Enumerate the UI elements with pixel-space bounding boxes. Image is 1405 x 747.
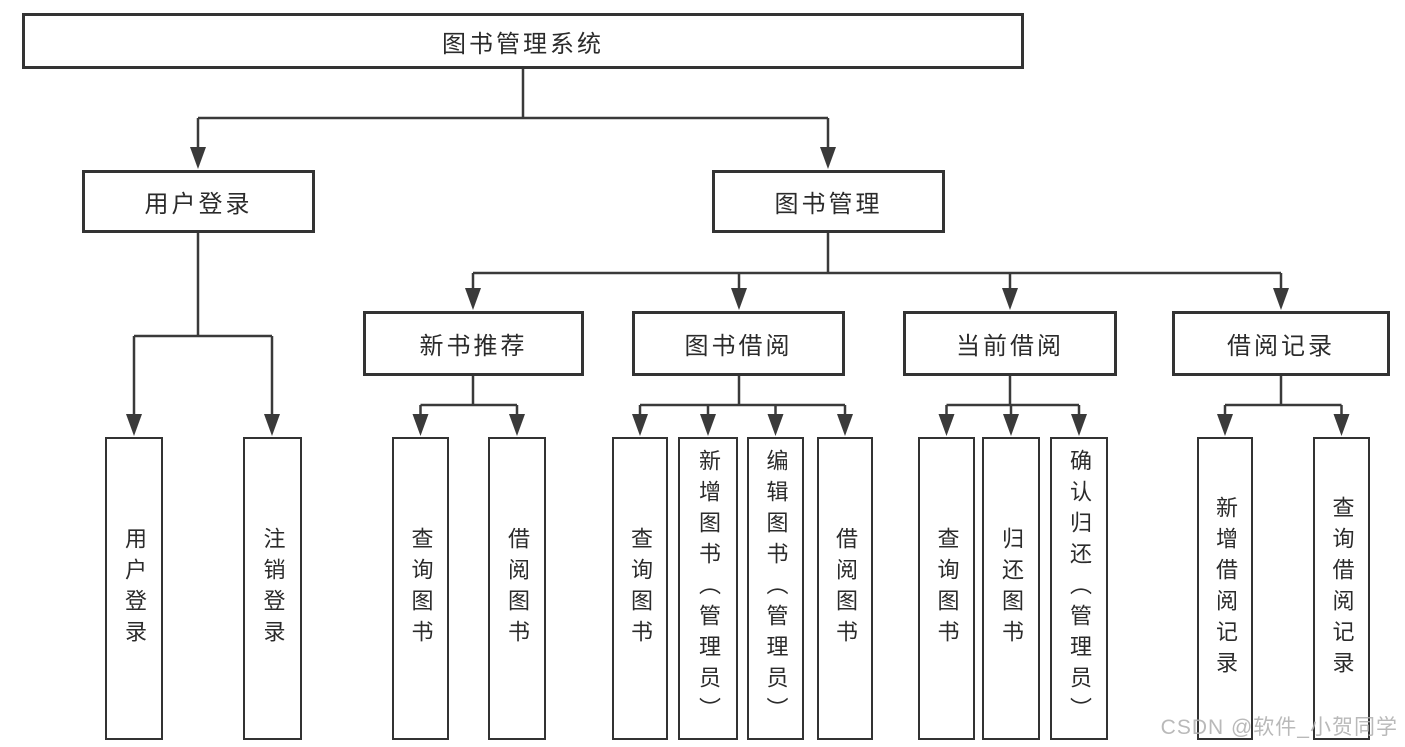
leaf-record-add-borrow-record: 新增借阅记录	[1197, 437, 1253, 740]
node-label: 查询图书	[408, 526, 434, 651]
node-label: 图书管理	[774, 191, 883, 218]
leaf-record-query-borrow-record: 查询借阅记录	[1313, 437, 1370, 740]
connector-borrow-record	[1217, 376, 1350, 436]
connector-book-borrow	[632, 376, 853, 436]
leaf-current-confirm-return-admin: 确认归还（管理员）	[1050, 437, 1108, 740]
leaf-borrow-borrow-book: 借阅图书	[817, 437, 873, 740]
node-label: 借阅图书	[833, 526, 858, 651]
node-current-borrow: 当前借阅	[903, 311, 1117, 376]
node-label: 用户登录	[122, 526, 147, 651]
node-user-login: 用户登录	[82, 170, 315, 233]
node-label: 图书借阅	[684, 333, 793, 360]
node-label: 借阅图书	[505, 526, 530, 651]
node-label: 借阅记录	[1227, 333, 1335, 360]
node-label: 用户登录	[144, 191, 253, 218]
leaf-current-query-book: 查询图书	[918, 437, 975, 740]
node-borrow-record: 借阅记录	[1172, 311, 1390, 376]
leaf-logout-login: 注销登录	[243, 437, 302, 740]
leaf-borrow-edit-book-admin: 编辑图书（管理员）	[747, 437, 804, 740]
node-label: 新增借阅记录	[1213, 495, 1238, 682]
node-label: 归还图书	[999, 526, 1024, 651]
node-label: 确认归还（管理员）	[1067, 449, 1092, 728]
node-label: 查询图书	[934, 526, 960, 651]
node-new-book-recommend: 新书推荐	[363, 311, 584, 376]
node-label: 新书推荐	[419, 333, 528, 360]
leaf-current-return-book: 归还图书	[982, 437, 1040, 740]
node-label: 当前借阅	[956, 333, 1064, 360]
connector-root	[190, 69, 836, 169]
node-root: 图书管理系统	[22, 13, 1024, 69]
connector-user-login	[126, 233, 280, 436]
leaf-recommend-borrow-book: 借阅图书	[488, 437, 546, 740]
node-label: 注销登录	[260, 526, 286, 651]
node-book-borrow: 图书借阅	[632, 311, 845, 376]
connector-new-book-recommend	[412, 376, 525, 436]
watermark: CSDN @软件_小贺同学	[1160, 716, 1398, 739]
node-book-management: 图书管理	[712, 170, 945, 233]
leaf-borrow-query-book: 查询图书	[612, 437, 668, 740]
node-label: 查询借阅记录	[1329, 495, 1355, 682]
connector-book-management	[465, 233, 1289, 310]
node-label: 图书管理系统	[442, 30, 604, 58]
leaf-recommend-query-book: 查询图书	[392, 437, 449, 740]
node-label: 新增图书（管理员）	[696, 449, 721, 728]
leaf-borrow-add-book-admin: 新增图书（管理员）	[678, 437, 738, 740]
node-label: 编辑图书（管理员）	[763, 449, 789, 728]
connector-current-borrow	[938, 376, 1087, 436]
leaf-user-login: 用户登录	[105, 437, 163, 740]
node-label: 查询图书	[628, 526, 653, 651]
